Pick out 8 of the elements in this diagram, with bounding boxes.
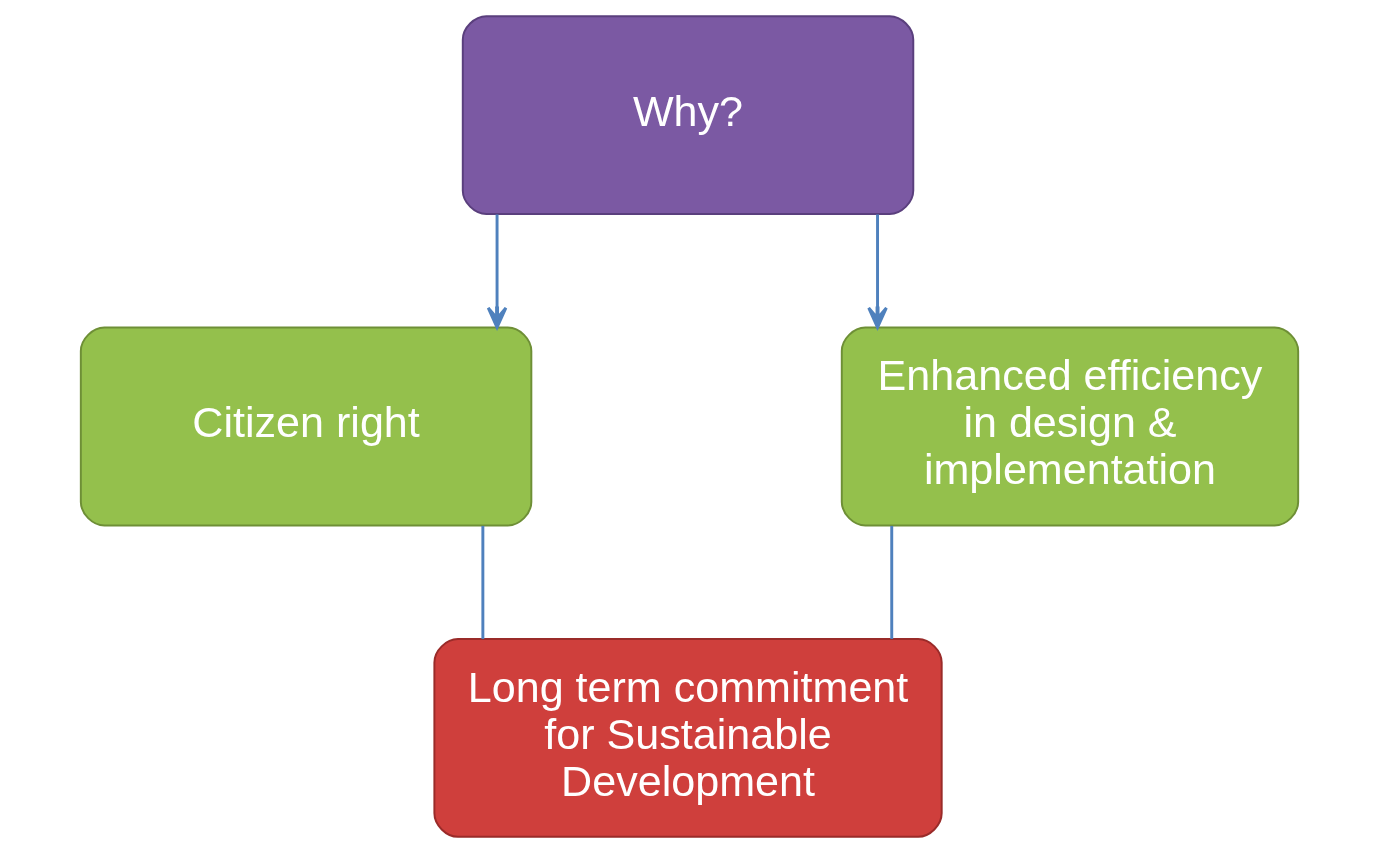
node-box: Citizen right (79, 326, 533, 527)
connector (890, 525, 894, 639)
node-box: Long term commitment for Sustainable Development (433, 638, 943, 838)
connector (481, 525, 485, 639)
arrow (486, 214, 508, 329)
node-box: Enhanced efficiency in design & implementation (840, 326, 1300, 527)
node-box: Why? (461, 15, 915, 215)
arrow (867, 214, 888, 329)
